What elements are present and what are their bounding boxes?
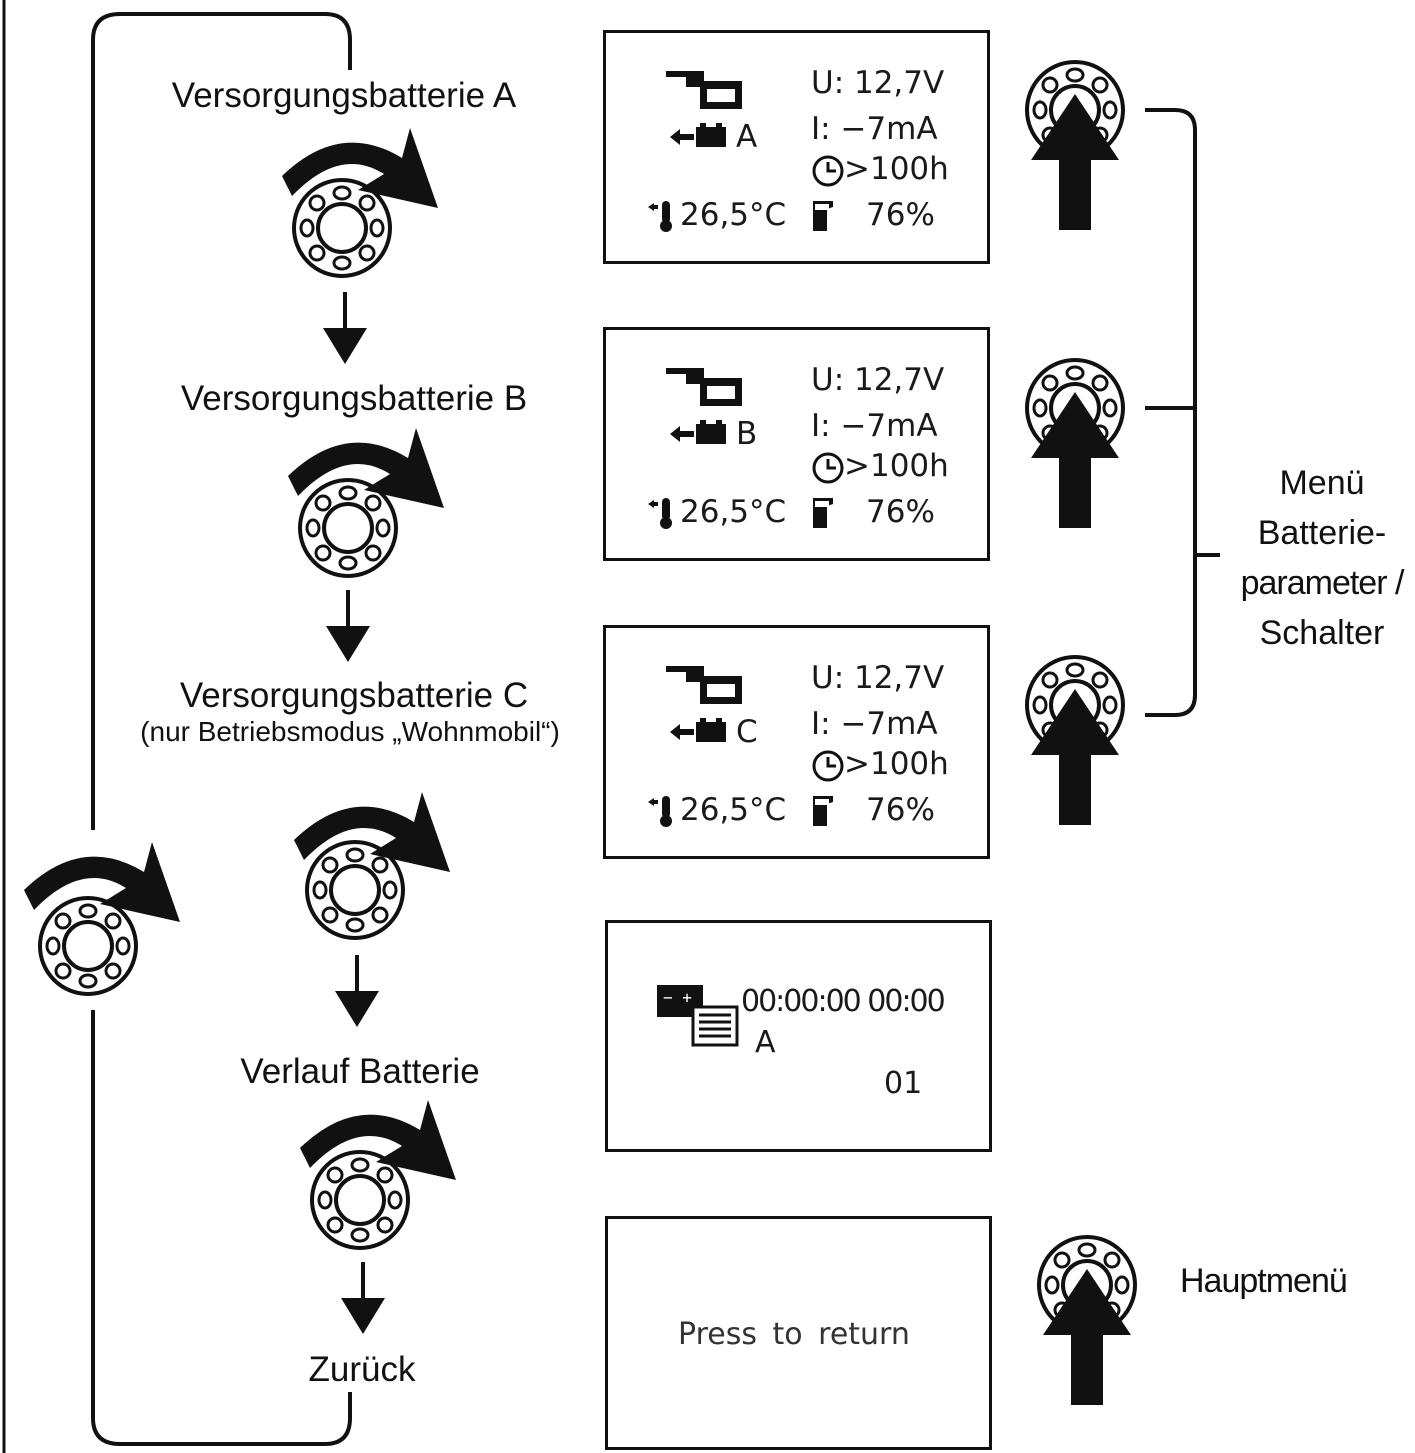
side-menu-line-3: parameter / [1240, 564, 1405, 602]
step-label-battery-b: Versorgungsbatterie B [180, 379, 528, 418]
temperature-value: 26,5°C [680, 197, 787, 233]
lcd-screen-battery-b: B U: 12,7V I: −7mA >100h 26,5°C 76% [603, 327, 990, 561]
loop-line-bottom [91, 1010, 352, 1446]
clock-icon [812, 750, 844, 782]
down-arrow-icon [341, 1262, 385, 1334]
charge-value: 76% [866, 197, 935, 233]
thermometer-icon [648, 796, 672, 827]
step-label-back: Zurück [308, 1350, 416, 1389]
main-menu-label: Hauptmenü [1180, 1262, 1348, 1300]
arrow-left-icon [670, 129, 694, 145]
history-datetime: 00:00:00 00:00 [741, 984, 946, 1019]
step-label-battery-a: Versorgungsbatterie A [171, 76, 517, 115]
down-arrow-icon [326, 590, 370, 662]
rotary-knob-icon [298, 478, 398, 578]
time-value: >100h [844, 151, 949, 187]
svg-text:− +: − + [663, 988, 692, 1007]
down-arrow-icon [323, 292, 367, 364]
plug-icon [666, 368, 742, 444]
history-battery: A [755, 1025, 776, 1060]
thermometer-icon [648, 201, 672, 232]
plug-icon [666, 71, 742, 147]
step-label-history: Verlauf Batterie [240, 1052, 480, 1091]
side-menu-line-1: Menü [1279, 464, 1365, 502]
voltage-value: U: 12,7V [811, 65, 945, 101]
battery-letter: A [736, 119, 758, 155]
return-text: Press to return [678, 1317, 910, 1352]
voltage-value: U: 12,7V [811, 660, 945, 696]
side-menu-line-4: Schalter [1259, 614, 1385, 652]
current-value: I: −7mA [811, 408, 938, 444]
battery-letter: C [736, 714, 758, 750]
time-value: >100h [844, 448, 949, 484]
loop-line-top [91, 12, 352, 830]
current-value: I: −7mA [811, 706, 938, 742]
temperature-value: 26,5°C [680, 494, 787, 530]
current-value: I: −7mA [811, 111, 938, 147]
voltage-value: U: 12,7V [811, 362, 945, 398]
temperature-value: 26,5°C [680, 792, 787, 828]
lcd-screen-battery-c: C U: 12,7V I: −7mA >100h 26,5°C 76% [603, 625, 990, 859]
step-note-battery-c: (nur Betriebsmodus „Wohnmobil“) [140, 716, 560, 747]
battery-letter: B [736, 416, 758, 452]
history-index: 01 [884, 1066, 923, 1101]
rotary-knob-icon [292, 178, 392, 278]
menu-bracket [1145, 108, 1197, 717]
charge-level-icon [811, 796, 833, 826]
lcd-screen-history: − + 00:00:00 00:00 A 01 [605, 920, 992, 1152]
side-menu-label: Menü Batterie- parameter / Schalter [1240, 458, 1405, 658]
lcd-screen-battery-a: A U: 12,7V I: −7mA >100h 26,5°C 76% [603, 30, 990, 264]
clock-icon [812, 452, 844, 484]
plug-icon [666, 666, 742, 742]
charge-value: 76% [866, 792, 935, 828]
thermometer-icon [648, 498, 672, 529]
time-value: >100h [844, 746, 949, 782]
rotary-knob-icon [310, 1150, 410, 1250]
charge-value: 76% [866, 494, 935, 530]
down-arrow-icon [335, 955, 379, 1027]
history-log-icon: − + [657, 985, 739, 1047]
rotary-knob-icon [38, 896, 138, 996]
side-menu-line-2: Batterie- [1257, 514, 1387, 552]
lcd-screen-return: Press to return [605, 1216, 992, 1450]
step-label-battery-c: Versorgungsbatterie C [179, 676, 529, 715]
clock-icon [812, 155, 844, 187]
charge-level-icon [811, 498, 833, 528]
battery-icon [696, 127, 726, 147]
charge-level-icon [811, 201, 833, 231]
